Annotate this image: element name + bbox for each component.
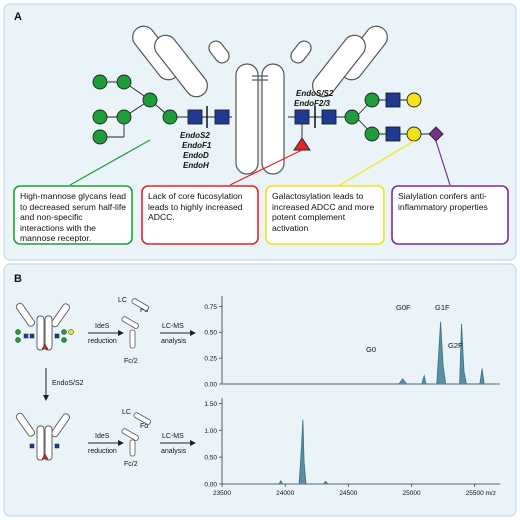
x-tick-label: 25000 — [403, 490, 421, 497]
chart-bottom: 0.00 0.50 1.00 1.50 23500 24000 24500 25000 2550… — [204, 398, 500, 497]
panel-a-label: A — [14, 11, 22, 23]
peak-label-g0f: G0F — [396, 303, 411, 312]
fragment-fd-bottom: Fd' — [140, 423, 150, 430]
x-tick-label: 23500 — [213, 490, 231, 497]
pointer-highmannose — [69, 139, 151, 186]
callout-box-1 — [141, 185, 259, 245]
enzyme-label-endof2-3: EndoF2/3 — [294, 99, 331, 108]
y-tick-label: 1.00 — [204, 428, 217, 435]
chart-top: 0.00 0.25 0.50 0.75 — [204, 296, 500, 389]
step-reduction-bottom: reduction — [88, 448, 117, 455]
pointer-fucose — [229, 149, 303, 186]
step-lcms-top: LC-MS — [162, 323, 184, 330]
callout-box-3 — [391, 185, 509, 245]
callout-text-1: Lack of core fucosylation leads to highl… — [148, 191, 243, 222]
fragment-fc-top: Fc/2 — [124, 358, 138, 365]
y-tick-label: 0.50 — [204, 330, 217, 337]
panel-b-label: B — [14, 273, 22, 285]
y-tick-label: 0.75 — [204, 304, 217, 311]
step-endos-s2: EndoS/S2 — [52, 380, 84, 387]
y-tick-label: 0.25 — [204, 356, 217, 363]
workflow-bottom: IdeS reduction LC Fd' Fc/2 LC-MS analysi… — [15, 409, 196, 468]
pointer-galactose — [339, 140, 415, 186]
enzyme-label-endos-s2: EndoS/S2 — [296, 89, 334, 98]
spectrum-series — [398, 321, 485, 385]
step-analysis-top: analysis — [161, 338, 187, 345]
pointer-sialic — [435, 140, 451, 186]
peak-label-g1f: G1F — [435, 303, 450, 312]
callout-box-0 — [13, 185, 133, 245]
x-tick-label: 24000 — [276, 490, 294, 497]
workflow-top: IdeS reduction LC Fd' Fc/2 LC-MS analysi… — [15, 297, 196, 365]
step-reduction-top: reduction — [88, 338, 117, 345]
peak-label-g2f: G2F — [448, 341, 463, 350]
spectrum-series — [278, 419, 329, 485]
fragment-lc-top: LC — [118, 297, 127, 304]
enzyme-label-endos2: EndoS2 — [180, 131, 210, 140]
x-tick-label: 24500 — [339, 490, 357, 497]
peak-label-g0: G0 — [366, 345, 376, 354]
y-tick-label: 0.00 — [204, 482, 217, 489]
x-tick-label: 25500 — [466, 490, 484, 497]
step-lcms-bottom: LC-MS — [162, 433, 184, 440]
callout-text-2: Galactosylation leads to increased ADCC … — [272, 191, 375, 233]
step-ides-bottom: IdeS — [95, 433, 110, 440]
enzyme-label-endoh: EndoH — [183, 161, 209, 170]
callout-box-2 — [265, 185, 385, 245]
left-glycan — [92, 74, 232, 145]
y-tick-label: 1.50 — [204, 401, 217, 408]
enzyme-label-endof1: EndoF1 — [182, 141, 212, 150]
fragment-fc-bottom: Fc/2 — [124, 461, 138, 468]
antibody-drawing — [132, 25, 388, 175]
enzyme-label-endod: EndoD — [183, 151, 209, 160]
x-axis-label: m/z — [486, 490, 496, 497]
fragment-lc-bottom: LC — [122, 409, 131, 416]
arrow-down-head — [43, 395, 49, 401]
step-analysis-bottom: analysis — [161, 448, 187, 455]
panel-b-background — [3, 263, 517, 517]
y-tick-label: 0.50 — [204, 455, 217, 462]
callout-text-0: High-mannose glycans lead to decreased s… — [20, 191, 127, 243]
y-tick-label: 0.00 — [204, 382, 217, 389]
callout-text-3: Sialylation confers anti-inflammatory pr… — [398, 191, 488, 212]
step-ides-top: IdeS — [95, 323, 110, 330]
